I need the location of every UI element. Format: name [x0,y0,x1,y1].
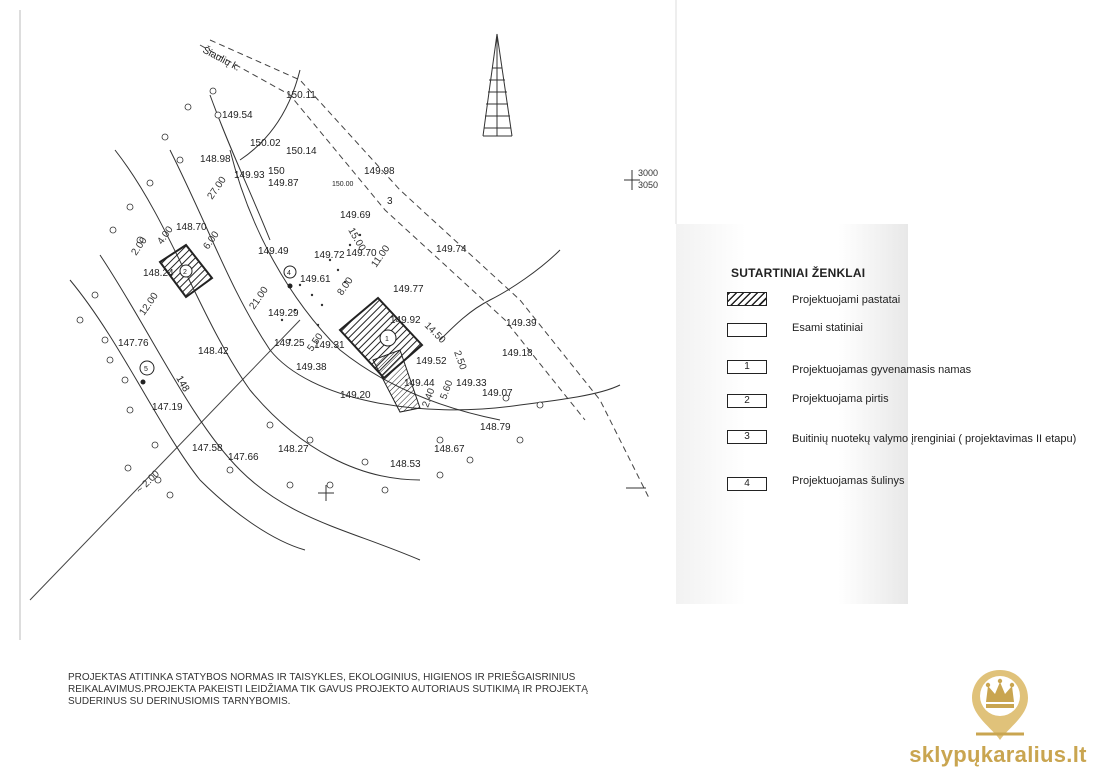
elevation-label: 149.38 [296,362,327,373]
elevation-label: 149.54 [222,110,253,121]
brand-watermark[interactable]: sklypųkaralius.lt [908,662,1088,772]
elevation-label: 147.66 [228,452,259,463]
legend-symbol-proposed [727,292,767,306]
elevation-label: 148.98 [200,154,231,165]
dimension-label: 2.50 [451,349,468,371]
elevation-label: 149.70 [346,248,377,259]
legend-label: Projektuojama pirtis [792,393,889,405]
elevation-label: 149.52 [416,356,447,367]
elevation-label: 149.20 [340,390,371,401]
parcel-boundary [29,39,651,601]
elevation-label: 149.92 [390,315,421,326]
elevation-label: 149.33 [456,378,487,389]
tree-markers [76,87,544,499]
contour-label: 148 [173,374,191,394]
building-1-number: 1 [385,336,389,343]
elevation-label: 149.49 [258,246,289,257]
elevation-label: 148.67 [434,444,465,455]
dimension-label: 2.40 [420,387,437,409]
elevation-label: 150.11 [286,90,316,101]
elevation-label: 148.24 [143,268,174,279]
well-4: 4 [283,265,297,289]
elevation-label: 149.29 [268,308,299,319]
legend-label: Esami statiniai [792,322,863,334]
elevation-label: 148.42 [198,346,229,357]
elevation-label: 147.58 [192,443,223,454]
note-line: PROJEKTAS ATITINKA STATYBOS NORMAS IR TA… [68,672,576,683]
dimension-label: 4.00 [155,224,175,247]
elevation-label: 149.87 [268,178,299,189]
elevation-label: 149.72 [314,250,345,261]
dimension-label: 8.00 [335,275,355,298]
elevation-label: 149.44 [404,378,435,389]
project-note: PROJEKTAS ATITINKA STATYBOS NORMAS IR TA… [68,672,628,708]
legend-label: Projektuojami pastatai [792,294,901,306]
scale-mark: 3050 [638,180,659,190]
legend-symbol-3: 3 [727,430,767,444]
boundary-mark-2: 3 [387,196,393,207]
elevation-label: 149.61 [300,274,331,285]
dimension-label: 5.60 [438,379,455,401]
crown-pin-logo-icon [972,670,1028,740]
legend-symbol-1: 1 [727,360,767,374]
elevation-label: 149.07 [482,388,513,399]
north-arrow-icon [482,33,513,137]
building-1-terrace [372,349,421,413]
treatment-5: 5 [139,360,155,385]
legend-label: Projektuojamas gyvenamasis namas [792,364,972,376]
treatment-5-number: 5 [144,366,148,373]
elevation-label: 147.76 [118,338,149,349]
elevation-labels: 150.11 149.54 150.02 150.14 148.98 149.9… [118,90,537,470]
elevation-label: 148.27 [278,444,309,455]
building-2-sauna: 2 [158,243,214,299]
elevation-label: 147.19 [152,402,183,413]
contour-label: 150 [268,166,285,177]
elevation-label: 150.02 [250,138,281,149]
legend-label: Buitinių nuotekų valymo įrenginiai ( pro… [792,433,1077,445]
elevation-label: 149.25 [274,338,305,349]
dimension-label: 12.00 [137,291,161,318]
dimension-label: 27.00 [205,175,229,202]
elevation-label: 150.00 [332,181,354,188]
legend-symbol-4: 4 [727,477,767,491]
elevation-label: 149.98 [364,166,395,177]
elevation-label: 149.93 [234,170,265,181]
legend-symbol-existing [727,323,767,337]
legend-label: Projektuojamas šulinys [792,475,905,487]
elevation-label: 149.39 [506,318,537,329]
legend-symbol-2: 2 [727,394,767,408]
elevation-label: 149.74 [436,244,467,255]
elevation-label: 148.70 [176,222,207,233]
legend-panel [676,224,908,604]
elevation-label: 150.14 [286,146,317,157]
contour-lines [69,69,621,561]
dimension-label: 14.50 [422,320,448,346]
reference-cross-icons [318,170,646,501]
elevation-label: 149.31 [314,340,345,351]
elevation-label: 149.77 [393,284,424,295]
elevation-label: 148.79 [480,422,511,433]
well-4-number: 4 [287,270,291,277]
legend-title: SUTARTINIAI ŽENKLAI [731,266,866,280]
building-2-number: 2 [183,269,187,276]
dimension-label: 2.00 [129,235,149,258]
yard-dots [280,233,362,342]
elevation-label: 149.18 [502,348,533,359]
elevation-label: 148.53 [390,459,421,470]
scale-mark: 3000 [638,168,659,178]
brand-name: sklypųkaralius.lt [909,742,1087,767]
note-line: SUDERINUS SU DERINUSIOMIS TARNYBOMIS. [68,696,291,707]
note-line: REIKALAVIMUS.PROJEKTA PAKEISTI LEIDŽIAMA… [68,684,588,695]
street-label: Šiaulių k. [201,43,243,74]
elevation-label: 149.69 [340,210,371,221]
